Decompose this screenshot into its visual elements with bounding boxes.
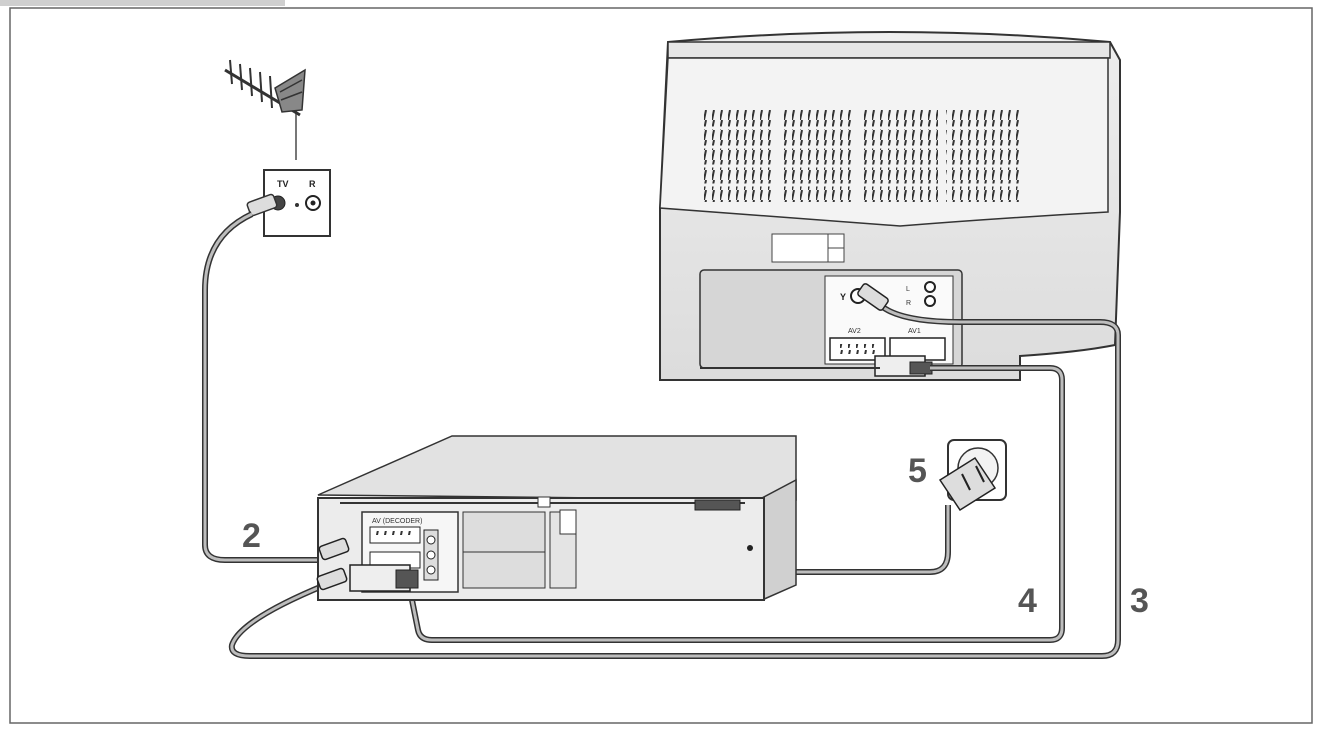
tv-audio-right-label: R [906,300,911,307]
tv-vents [700,110,1020,202]
callout-2: 2 [242,517,261,555]
callout-3: 3 [1130,582,1149,620]
callout-5: 5 [908,452,927,490]
antenna-icon [224,59,306,160]
socket-radio-label: R [309,179,316,189]
tv-scart-av1-label: AV1 [908,328,921,335]
mains-socket [938,439,1007,512]
vcr-unit: AV (DECODER) [316,435,797,602]
tv-rear: Y L R AV2 AV1 [659,31,1121,381]
header-tab [0,0,285,6]
socket-tv-label: TV [277,179,289,189]
antenna-wall-socket: TV R [246,169,331,237]
svg-text:Y: Y [840,292,846,302]
tv-scart-av2-label: AV2 [848,328,861,335]
callout-4: 4 [1018,582,1037,620]
tv-audio-left-label: L [906,286,910,293]
vcr-scart-label: AV (DECODER) [372,518,422,525]
diagram-frame [9,7,1313,724]
tv-rf-plug [857,283,889,311]
